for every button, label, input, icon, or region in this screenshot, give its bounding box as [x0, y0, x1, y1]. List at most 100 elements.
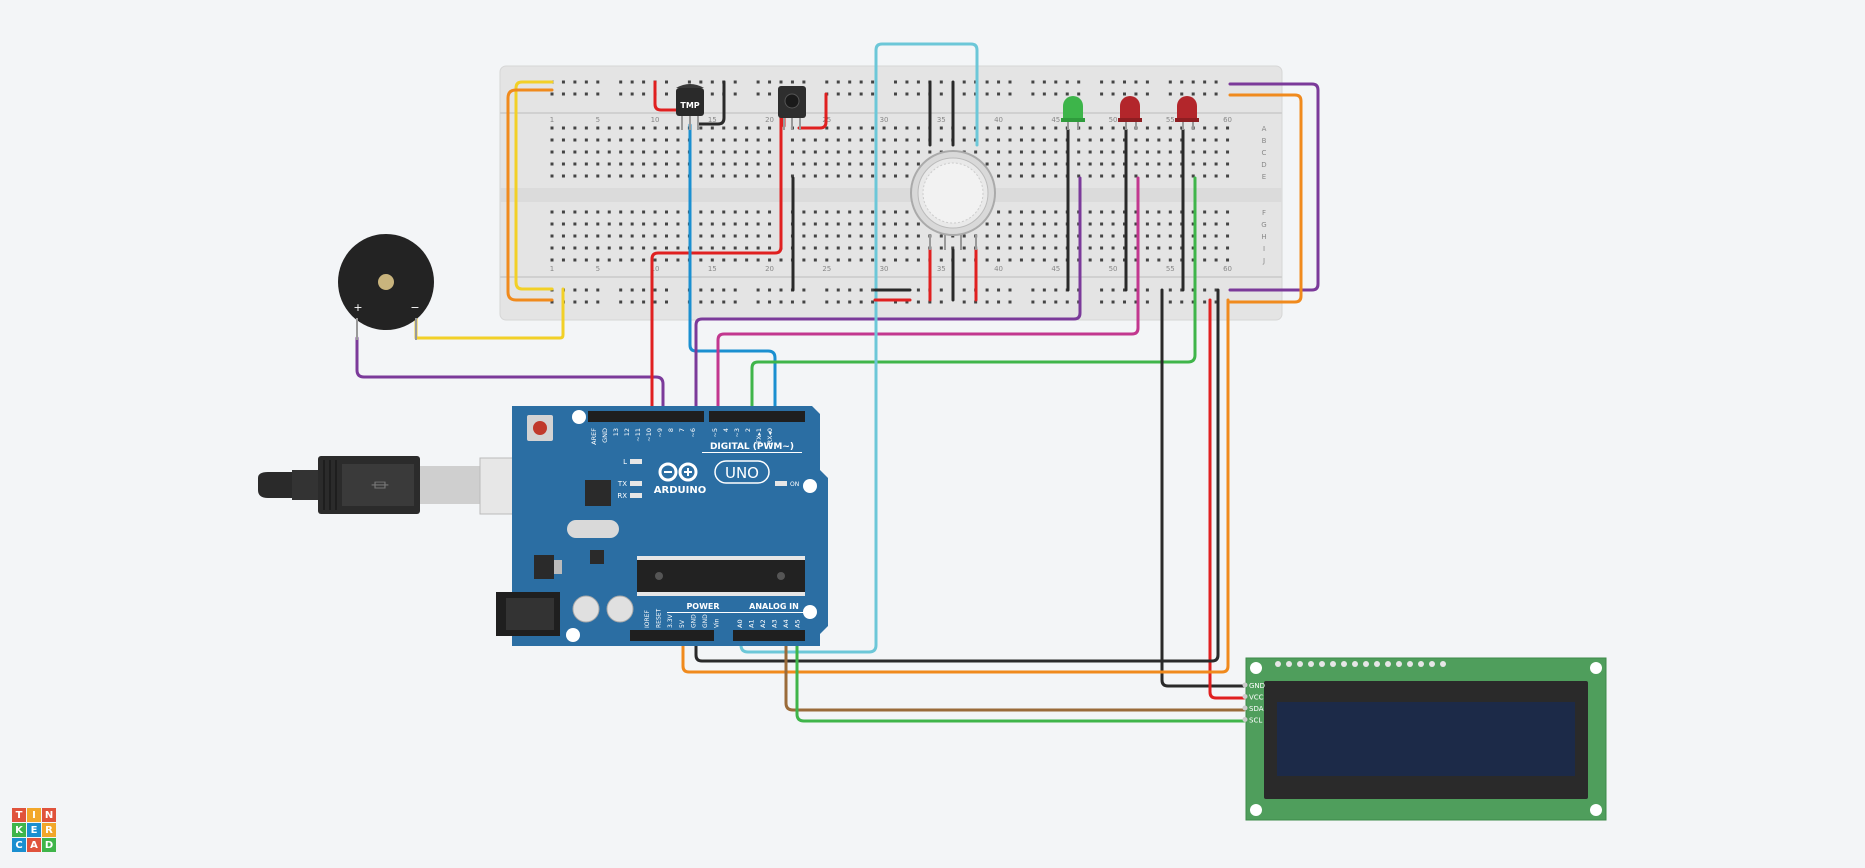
led-red-1[interactable] [1118, 96, 1142, 130]
buzzer-plus-label: + [353, 301, 362, 314]
wire-black-lcd-gnd[interactable] [1160, 288, 1246, 688]
digital-pin-label: RX◂0 [766, 428, 774, 444]
digital-pin-label: ~9 [656, 428, 664, 438]
power-pin-label: GND [702, 614, 709, 628]
lcd-pin-label: SDA [1249, 705, 1264, 713]
logo-letter: I [27, 808, 41, 822]
wire-magenta-red-led[interactable] [716, 176, 1140, 416]
wire-purple-right-rail[interactable] [1228, 82, 1320, 292]
power-pin-label: IOREF [644, 610, 651, 628]
analog-pin-label: A3 [771, 619, 779, 628]
power-pin-label: GND [690, 614, 697, 628]
breadboard-column-number: 30 [880, 116, 889, 124]
wire-red-sensor-signal[interactable] [650, 110, 783, 416]
digital-pin-label: 12 [623, 428, 631, 436]
wire-orange-right-rail[interactable] [1228, 93, 1303, 304]
breadboard-column-number: 15 [708, 265, 717, 273]
digital-pin-label: TX▸1 [755, 428, 763, 445]
digital-pin-label: ~11 [634, 428, 642, 442]
breadboard-column-number: 50 [1109, 265, 1118, 273]
digital-pin-label: 13 [612, 428, 620, 436]
wire-green-red-led-2[interactable] [750, 176, 1197, 416]
digital-pin-label: ~3 [733, 428, 741, 438]
wires [355, 42, 1320, 723]
logo-letter: R [42, 823, 56, 837]
analog-pin-label: A1 [748, 619, 756, 628]
wire-red-lcd-vcc[interactable] [1208, 298, 1246, 700]
digital-pin-label: 4 [722, 428, 730, 432]
wire-orange-5v[interactable] [681, 298, 1230, 674]
wire-cyan-gas-sensor[interactable] [739, 42, 979, 654]
capacitor-2 [606, 595, 634, 623]
lcd-pin-label: GND [1249, 682, 1265, 690]
wire-purple-green-led[interactable] [694, 176, 1082, 416]
breadboard-column-number: 1 [550, 116, 554, 124]
breadboard-column-number: 25 [822, 265, 831, 273]
logo-letter: A [27, 838, 41, 852]
wire-yellow-power[interactable] [514, 80, 554, 291]
digital-pin-label: 7 [678, 428, 686, 432]
breadboard-column-number: 50 [1109, 116, 1118, 124]
buzzer-minus-label: − [410, 301, 419, 314]
digital-pin-label: 2 [744, 428, 752, 432]
wire-black-ground-return[interactable] [694, 288, 1220, 663]
analog-header [733, 630, 805, 641]
breadboard-row-letter: H [1261, 233, 1266, 241]
led-tx-label: TX [617, 480, 627, 488]
digital-pin-label: ~10 [645, 428, 653, 442]
analog-pin-label: A4 [782, 619, 790, 628]
crystal-oscillator [567, 520, 619, 538]
wire-green-lcd-scl[interactable] [795, 631, 1246, 723]
breadboard-column-number: 20 [765, 116, 774, 124]
breadboard-column-number: 1 [550, 265, 554, 273]
mounting-hole [566, 628, 580, 642]
digital-label: DIGITAL (PWM~) [710, 442, 794, 452]
breadboard-column-number: 45 [1051, 116, 1060, 124]
wire-red-tmp-left[interactable] [653, 80, 683, 112]
breadboard-column-number: 20 [765, 265, 774, 273]
breadboard-row-letter: B [1262, 137, 1267, 145]
arduino-brand: ARDUINO [654, 485, 706, 496]
analog-label: ANALOG IN [749, 602, 799, 611]
led-l-label: L [623, 458, 627, 466]
wire-brown-lcd-sda[interactable] [784, 631, 1246, 712]
wire-black-tmp-right[interactable] [697, 80, 726, 126]
breadboard-column-number: 60 [1223, 265, 1232, 273]
wire-red-ir-right[interactable] [797, 92, 828, 130]
ir-sensor[interactable] [778, 86, 806, 130]
wire-purple-buzzer[interactable] [355, 336, 665, 416]
breadboard-row-letter: E [1262, 173, 1266, 181]
led-green[interactable] [1061, 96, 1085, 130]
piezo-buzzer[interactable]: + − [338, 234, 434, 340]
usb-chip [585, 480, 611, 506]
breadboard-row-letter: F [1262, 209, 1266, 217]
breadboard-column-number: 15 [708, 116, 717, 124]
wire-blue-tmp-signal[interactable] [688, 123, 777, 416]
wire-orange-left-rail[interactable] [506, 88, 554, 302]
power-pin-label: 3.3V [667, 613, 674, 628]
mounting-hole [572, 410, 586, 424]
led-red-2[interactable] [1175, 96, 1199, 130]
power-pin-label: RESET [656, 608, 663, 628]
usb-icon: ⏛ [371, 476, 389, 497]
power-pin-label: Vin [714, 618, 721, 628]
logo-letter: N [42, 808, 56, 822]
temperature-sensor[interactable]: TMP [676, 84, 704, 130]
logo-letter: K [12, 823, 26, 837]
breadboard-column-number: 10 [651, 116, 660, 124]
mounting-hole [803, 605, 817, 619]
lcd-pin-label: VCC [1249, 694, 1264, 702]
wire-yellow-buzzer[interactable] [414, 287, 565, 340]
gas-sensor[interactable] [910, 150, 996, 250]
usb-cable[interactable]: ⏛ [258, 456, 557, 515]
